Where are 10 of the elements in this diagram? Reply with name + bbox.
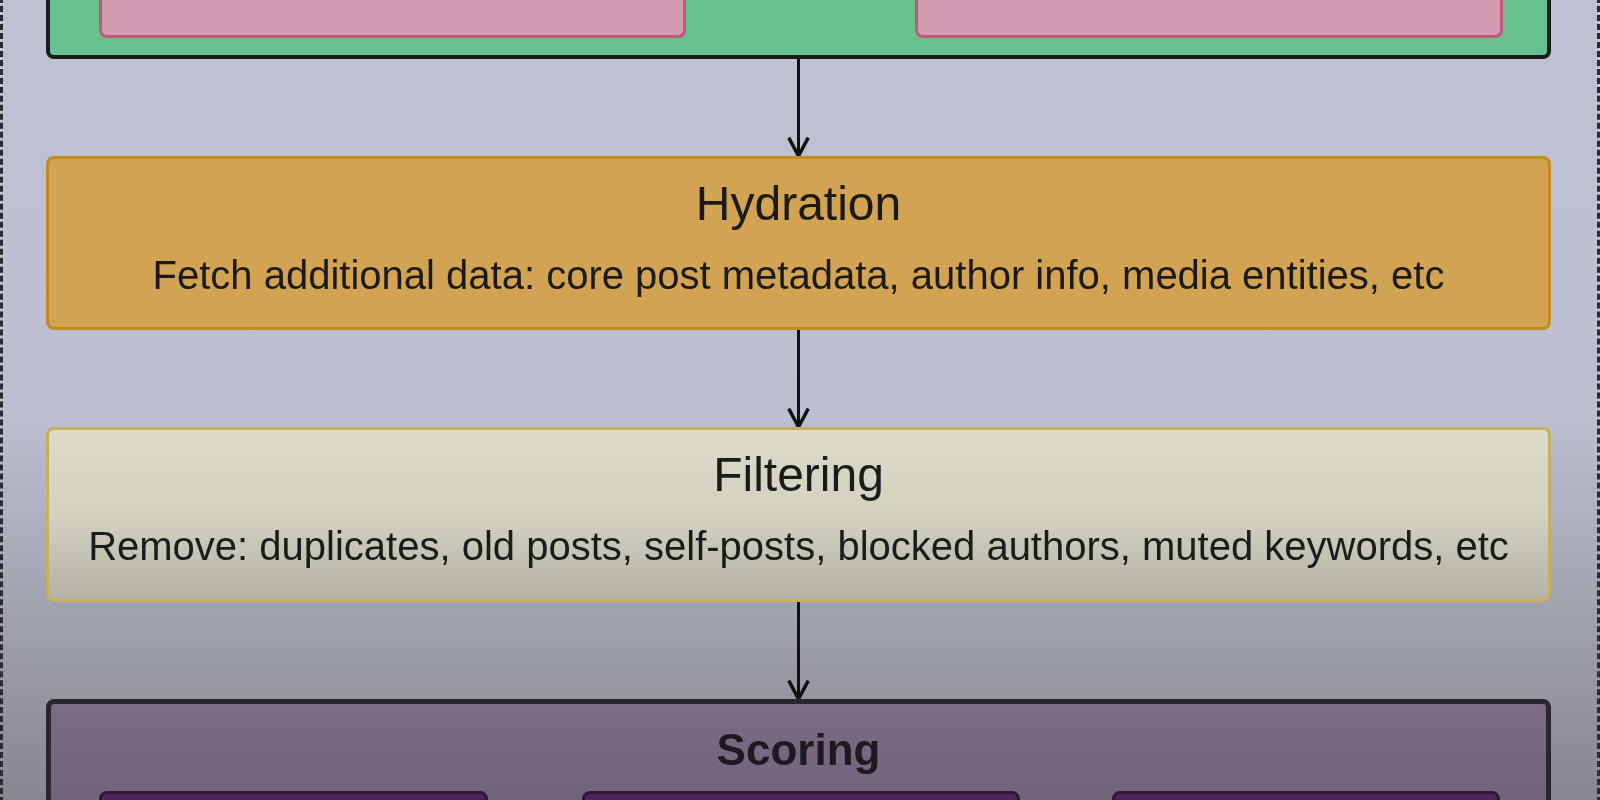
stage-description: Fetch additional data: core post metadata, author info, media entities, etc <box>152 252 1445 298</box>
arrow <box>787 59 810 158</box>
stage-title: Hydration <box>695 176 902 232</box>
stage-title: Scoring <box>716 724 881 776</box>
arrow <box>787 602 810 701</box>
stage-box <box>46 427 1551 602</box>
stage-title: Filtering <box>713 447 884 503</box>
arrow <box>787 330 810 429</box>
stage-box <box>46 156 1551 330</box>
stage-description: Remove: duplicates, old posts, self-posts, blocked authors, muted keywords, etc <box>88 523 1509 569</box>
